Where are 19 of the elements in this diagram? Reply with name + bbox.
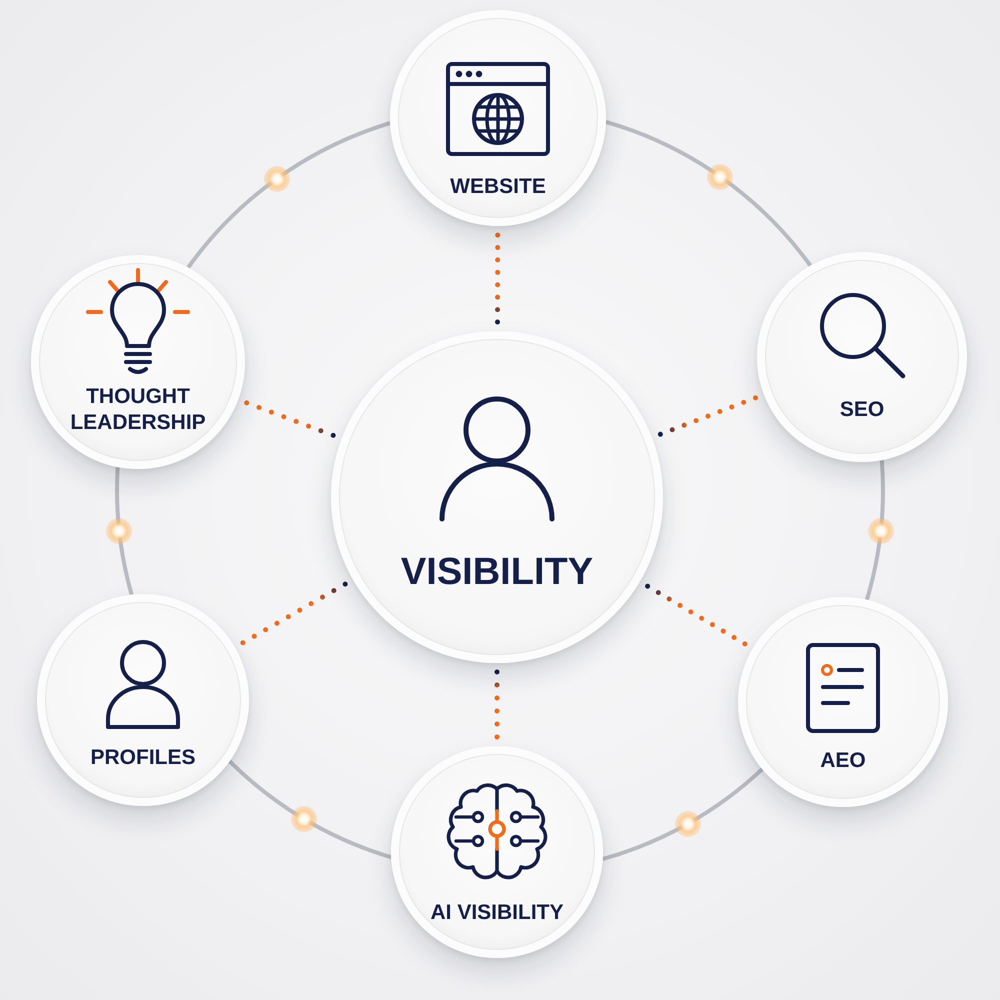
dotted-connector (658, 395, 758, 437)
node-label: VISIBILITY (400, 550, 594, 594)
node-label: SEO (840, 397, 884, 423)
ring-connector (186, 121, 391, 269)
node-label: PROFILES (90, 745, 196, 771)
ring-connector (605, 120, 812, 267)
ring-connector (228, 760, 392, 860)
dotted-connector (240, 582, 348, 646)
ring-connector (602, 768, 764, 861)
dotted-connector (645, 584, 748, 646)
node-label: AI VISIBILITY (430, 900, 564, 926)
node-label: WEBSITE (450, 174, 546, 200)
ring-connector (115, 467, 134, 596)
node-label: AEO (820, 748, 866, 774)
ring-connector (864, 460, 885, 600)
node-label: THOUGHT LEADERSHIP (69, 384, 207, 436)
dotted-connector (494, 670, 500, 740)
dotted-connector (244, 400, 336, 438)
dotted-connector (495, 232, 500, 324)
